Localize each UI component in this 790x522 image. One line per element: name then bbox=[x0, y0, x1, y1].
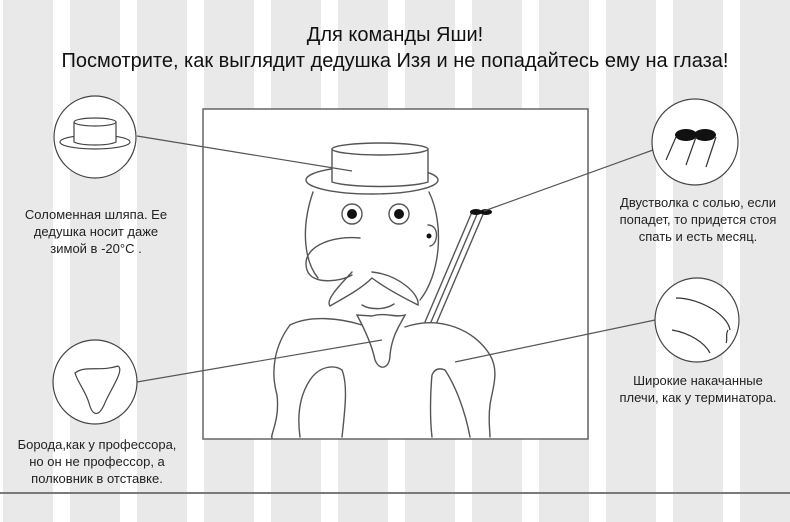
bottom-divider bbox=[0, 492, 790, 494]
hat-caption-line: зимой в -20°C . bbox=[50, 241, 142, 256]
title-line-2: Посмотрите, как выглядит дедушка Изя и н… bbox=[61, 50, 729, 72]
double-barrel-shotgun-icon bbox=[651, 98, 739, 186]
beard-caption-line: но он не профессор, а bbox=[29, 454, 165, 469]
beard-caption-line: полковник в отставке. bbox=[31, 471, 163, 486]
shoulders-leader-line bbox=[454, 319, 656, 363]
beard-leader-line bbox=[136, 339, 383, 383]
beard-caption: Борода,как у профессора, но он не профес… bbox=[2, 436, 192, 487]
shoulders-caption-line: Широкие накачанные bbox=[633, 373, 763, 388]
shotgun-caption-line: спать и есть месяц. bbox=[638, 229, 758, 244]
title-line-1: Для команды Яши! bbox=[306, 24, 484, 46]
hat-caption-line: Соломенная шляпа. Ее bbox=[24, 207, 168, 222]
beard-caption-line: Борода,как у профессора, bbox=[17, 437, 177, 452]
straw-hat-icon bbox=[53, 95, 137, 179]
shotgun-caption: Двустволка с солью, если попадет, то при… bbox=[606, 194, 790, 245]
grandpa-figure bbox=[271, 142, 496, 439]
beard-icon bbox=[52, 339, 138, 425]
shoulders-caption-line: плечи, как у терминатора. bbox=[619, 390, 777, 405]
shoulders-icon bbox=[654, 277, 740, 363]
leader-lines bbox=[136, 135, 656, 383]
shoulders-caption: Широкие накачанные плечи, как у терминат… bbox=[608, 372, 788, 406]
hat-caption: Соломенная шляпа. Ее дедушка носит даже … bbox=[8, 206, 184, 257]
hat-caption-line: дедушка носит даже bbox=[33, 224, 159, 239]
shotgun-leader-line bbox=[483, 149, 654, 212]
hat-leader-line bbox=[136, 135, 353, 172]
shotgun-caption-line: Двустволка с солью, если bbox=[620, 195, 776, 210]
shotgun-caption-line: попадет, то придется стоя bbox=[619, 212, 777, 227]
